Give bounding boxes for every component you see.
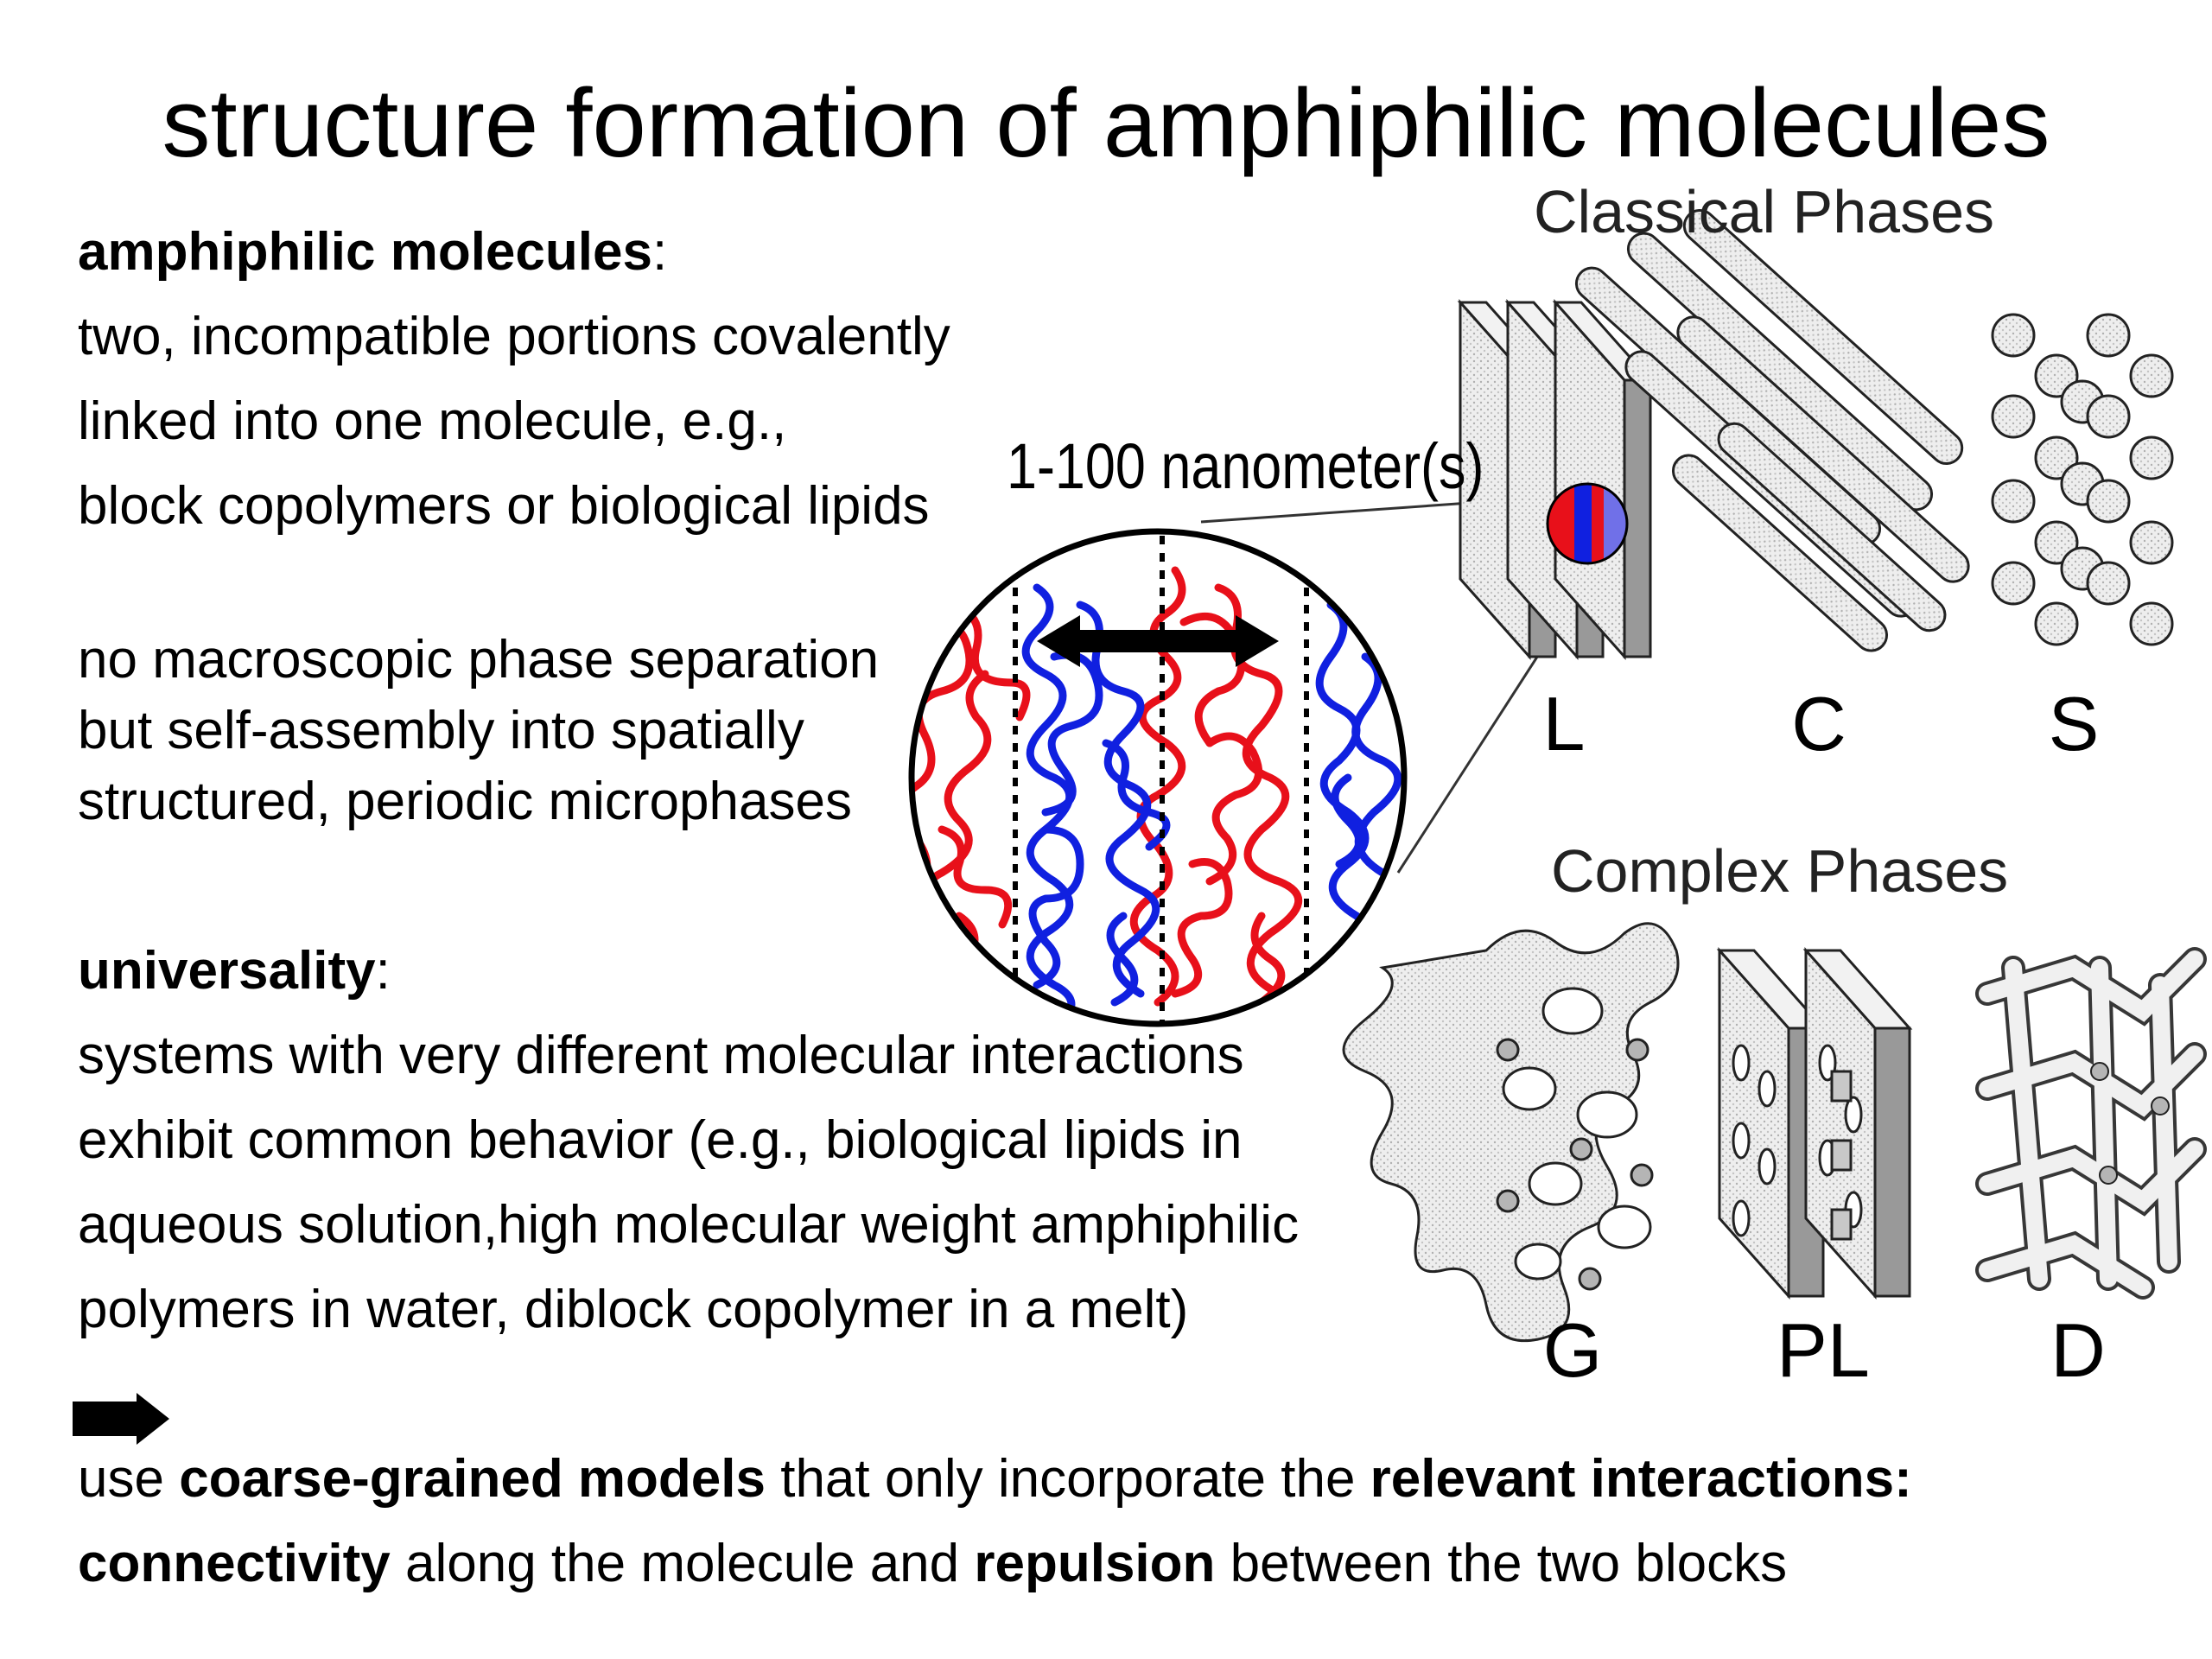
phase-label-C: C <box>1791 681 1847 766</box>
conclusion-bold: connectivity <box>78 1534 391 1593</box>
lamellar-phase-L <box>1457 299 1654 660</box>
right-arrow-icon <box>73 1393 169 1445</box>
phase-label-G: G <box>1542 1307 1603 1393</box>
conclusion-text: between the two blocks <box>1215 1534 1788 1593</box>
section3-colon: : <box>375 941 391 1001</box>
phase-label-L: L <box>1542 681 1586 766</box>
classical-phases-heading: Classical Phases <box>1534 178 1994 245</box>
section3-line-4: polymers in water, diblock copolymer in … <box>78 1280 1189 1339</box>
sphere-phase-S <box>1991 313 2174 646</box>
section1-line-3: block copolymers or biological lipids <box>78 476 930 536</box>
section3-heading: universality <box>78 941 376 1001</box>
section1-heading-line: amphiphilic molecules: <box>78 221 667 283</box>
conclusion-text: that only incorporate the <box>766 1449 1370 1509</box>
conclusion-line-1: use coarse-grained models that only inco… <box>78 1448 1912 1510</box>
phase-label-PL: PL <box>1777 1307 1870 1393</box>
conclusion-text: use <box>78 1449 180 1509</box>
double-arrow-icon <box>1037 615 1279 667</box>
conclusion-bold: relevant interactions: <box>1370 1449 1912 1509</box>
conclusion-line-2: connectivity along the molecule and repu… <box>78 1533 1787 1595</box>
section2-line-3: structured, periodic microphases <box>78 772 852 831</box>
section2-line-1: no macroscopic phase separation <box>78 630 880 690</box>
section3-line-2: exhibit common behavior (e.g., biologica… <box>78 1110 1243 1170</box>
section1-colon: : <box>652 222 668 282</box>
phase-label-D: D <box>2050 1307 2106 1393</box>
gyroid-phase-G <box>1342 922 1680 1343</box>
perforated-lamellar-phase-PL <box>1716 947 1913 1300</box>
page-title: structure formation of amphiphilic molec… <box>162 69 2050 177</box>
section2-line-2: but self-assembly into spatially <box>78 701 804 760</box>
section3-line-1: systems with very different molecular in… <box>78 1026 1244 1085</box>
section1-heading: amphiphilic molecules <box>78 222 652 282</box>
bubble-outline <box>1546 482 1629 565</box>
section3-heading-line: universality: <box>78 940 391 1002</box>
section1-line-2: linked into one molecule, e.g., <box>78 391 787 451</box>
conclusion-bold: coarse-grained models <box>179 1449 766 1509</box>
microphase-circle <box>908 528 1408 1027</box>
interface-lines <box>1013 531 1309 1024</box>
diamond-phase-D <box>1975 947 2207 1300</box>
section1-line-1: two, incompatible portions covalently <box>78 307 950 366</box>
scale-label: 1-100 nanometer(s) <box>1007 430 1484 502</box>
complex-phases-heading: Complex Phases <box>1551 837 2009 905</box>
phase-label-S: S <box>2048 681 2100 766</box>
cylinder-phase-C <box>1574 209 1970 652</box>
conclusion-bold: repulsion <box>974 1534 1216 1593</box>
conclusion-text: along the molecule and <box>390 1534 975 1593</box>
section3-line-3: aqueous solution,high molecular weight a… <box>78 1195 1300 1255</box>
